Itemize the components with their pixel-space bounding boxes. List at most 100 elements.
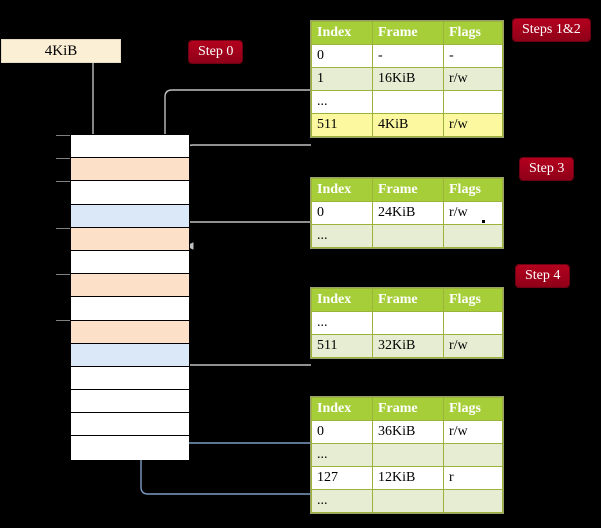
column-header-frame: Frame [372,288,444,312]
column-header-index: Index [311,178,373,202]
column-header-index: Index [311,397,373,421]
cell-frame: 12KiB [372,466,444,490]
cell-index: 511 [311,334,373,358]
table-header-row: Index Frame Flags [311,288,503,312]
badge-step-3-label: Step 3 [529,161,565,176]
cell-frame: 24KiB [372,201,444,225]
cell-frame: - [372,44,444,68]
memory-frame [71,135,189,159]
cell-frame [372,489,444,513]
table-header-row: Index Frame Flags [311,21,503,45]
memory-frame [71,297,189,321]
frame-tick [56,228,70,229]
memory-frame [71,320,189,344]
cell-flags [443,224,503,248]
table-row: 0 36KiB r/w [311,420,503,444]
cell-flags: r/w [443,67,503,91]
memory-frame [71,366,189,391]
memory-frame [71,436,189,460]
table-row: 0 24KiB r/w [311,201,503,225]
cell-flags: r/w [443,420,503,444]
virtual-address-label: 4KiB [44,43,78,59]
cell-index: 0 [311,201,373,225]
cell-index: ... [311,90,373,114]
frame-tick [56,135,70,136]
physical-memory-column [70,134,190,460]
cell-index: ... [311,224,373,248]
column-header-index: Index [311,21,373,45]
column-header-index: Index [311,288,373,312]
wire-table0-row511-to-memory [185,144,311,250]
cell-flags: r/w [443,113,503,137]
cell-index: 127 [311,466,373,490]
column-header-flags: Flags [443,178,503,202]
badge-step-3: Step 3 [520,158,574,180]
page-table-level-2: Index Frame Flags ... 511 32KiB r/w [311,288,503,358]
table-row: 511 32KiB r/w [311,334,503,358]
frame-tick [56,158,70,159]
frame-tick [56,181,70,182]
page-table-level-0: Index Frame Flags 0 - - 1 16KiB r/w ... … [311,21,503,137]
column-header-flags: Flags [443,21,503,45]
cell-flags [443,311,503,335]
cell-frame [372,311,444,335]
table-row: ... [311,224,503,248]
memory-frame [71,181,189,205]
table-row: ... [311,311,503,335]
cell-frame: 4KiB [372,113,444,137]
table-row: 0 - - [311,44,503,68]
badge-step-4: Step 4 [516,265,570,287]
memory-frame [71,390,189,414]
memory-frame [71,413,189,437]
cell-frame: 36KiB [372,420,444,444]
memory-frame [71,204,189,228]
memory-frame [71,250,189,275]
cell-frame [372,90,444,114]
cell-index: ... [311,311,373,335]
cell-flags: r/w [443,201,503,225]
cell-index: 0 [311,420,373,444]
badge-step-4-label: Step 4 [525,268,561,283]
badge-steps-1-2-label: Steps 1&2 [522,22,581,37]
page-table-level-3: Index Frame Flags 0 36KiB r/w ... 127 12… [311,397,503,513]
cell-flags [443,443,503,467]
table-row: 1 16KiB r/w [311,67,503,91]
cell-index: 0 [311,44,373,68]
badge-step-0-label: Step 0 [198,44,234,59]
column-header-frame: Frame [372,21,444,45]
column-header-frame: Frame [372,178,444,202]
cell-frame: 16KiB [372,67,444,91]
table-header-row: Index Frame Flags [311,178,503,202]
page-table-level-1: Index Frame Flags 0 24KiB r/w ... [311,178,503,248]
cell-flags: - [443,44,503,68]
wire-table2-row511-to-memory [171,314,311,366]
table-row: ... [311,443,503,467]
column-header-flags: Flags [443,288,503,312]
cell-flags [443,90,503,114]
table-row: ... [311,90,503,114]
cell-index: 511 [311,113,373,137]
cell-index: 1 [311,67,373,91]
frame-tick [56,320,70,321]
memory-frame [71,343,189,367]
table-row: 127 12KiB r [311,466,503,490]
cell-frame [372,224,444,248]
column-header-flags: Flags [443,397,503,421]
table-edge-marker [484,143,487,146]
cell-flags: r [443,466,503,490]
badge-steps-1-2: Steps 1&2 [513,19,590,41]
table-edge-marker [482,220,485,223]
table-header-row: Index Frame Flags [311,397,503,421]
memory-frame [71,227,189,251]
memory-frame [71,274,189,298]
virtual-address-box: 4KiB [1,39,121,63]
cell-flags: r/w [443,334,503,358]
cell-frame [372,443,444,467]
cell-index: ... [311,489,373,513]
table-row-highlighted: 511 4KiB r/w [311,113,503,137]
badge-step-0: Step 0 [189,41,243,63]
cell-index: ... [311,443,373,467]
column-header-frame: Frame [372,397,444,421]
cell-flags [443,489,503,513]
